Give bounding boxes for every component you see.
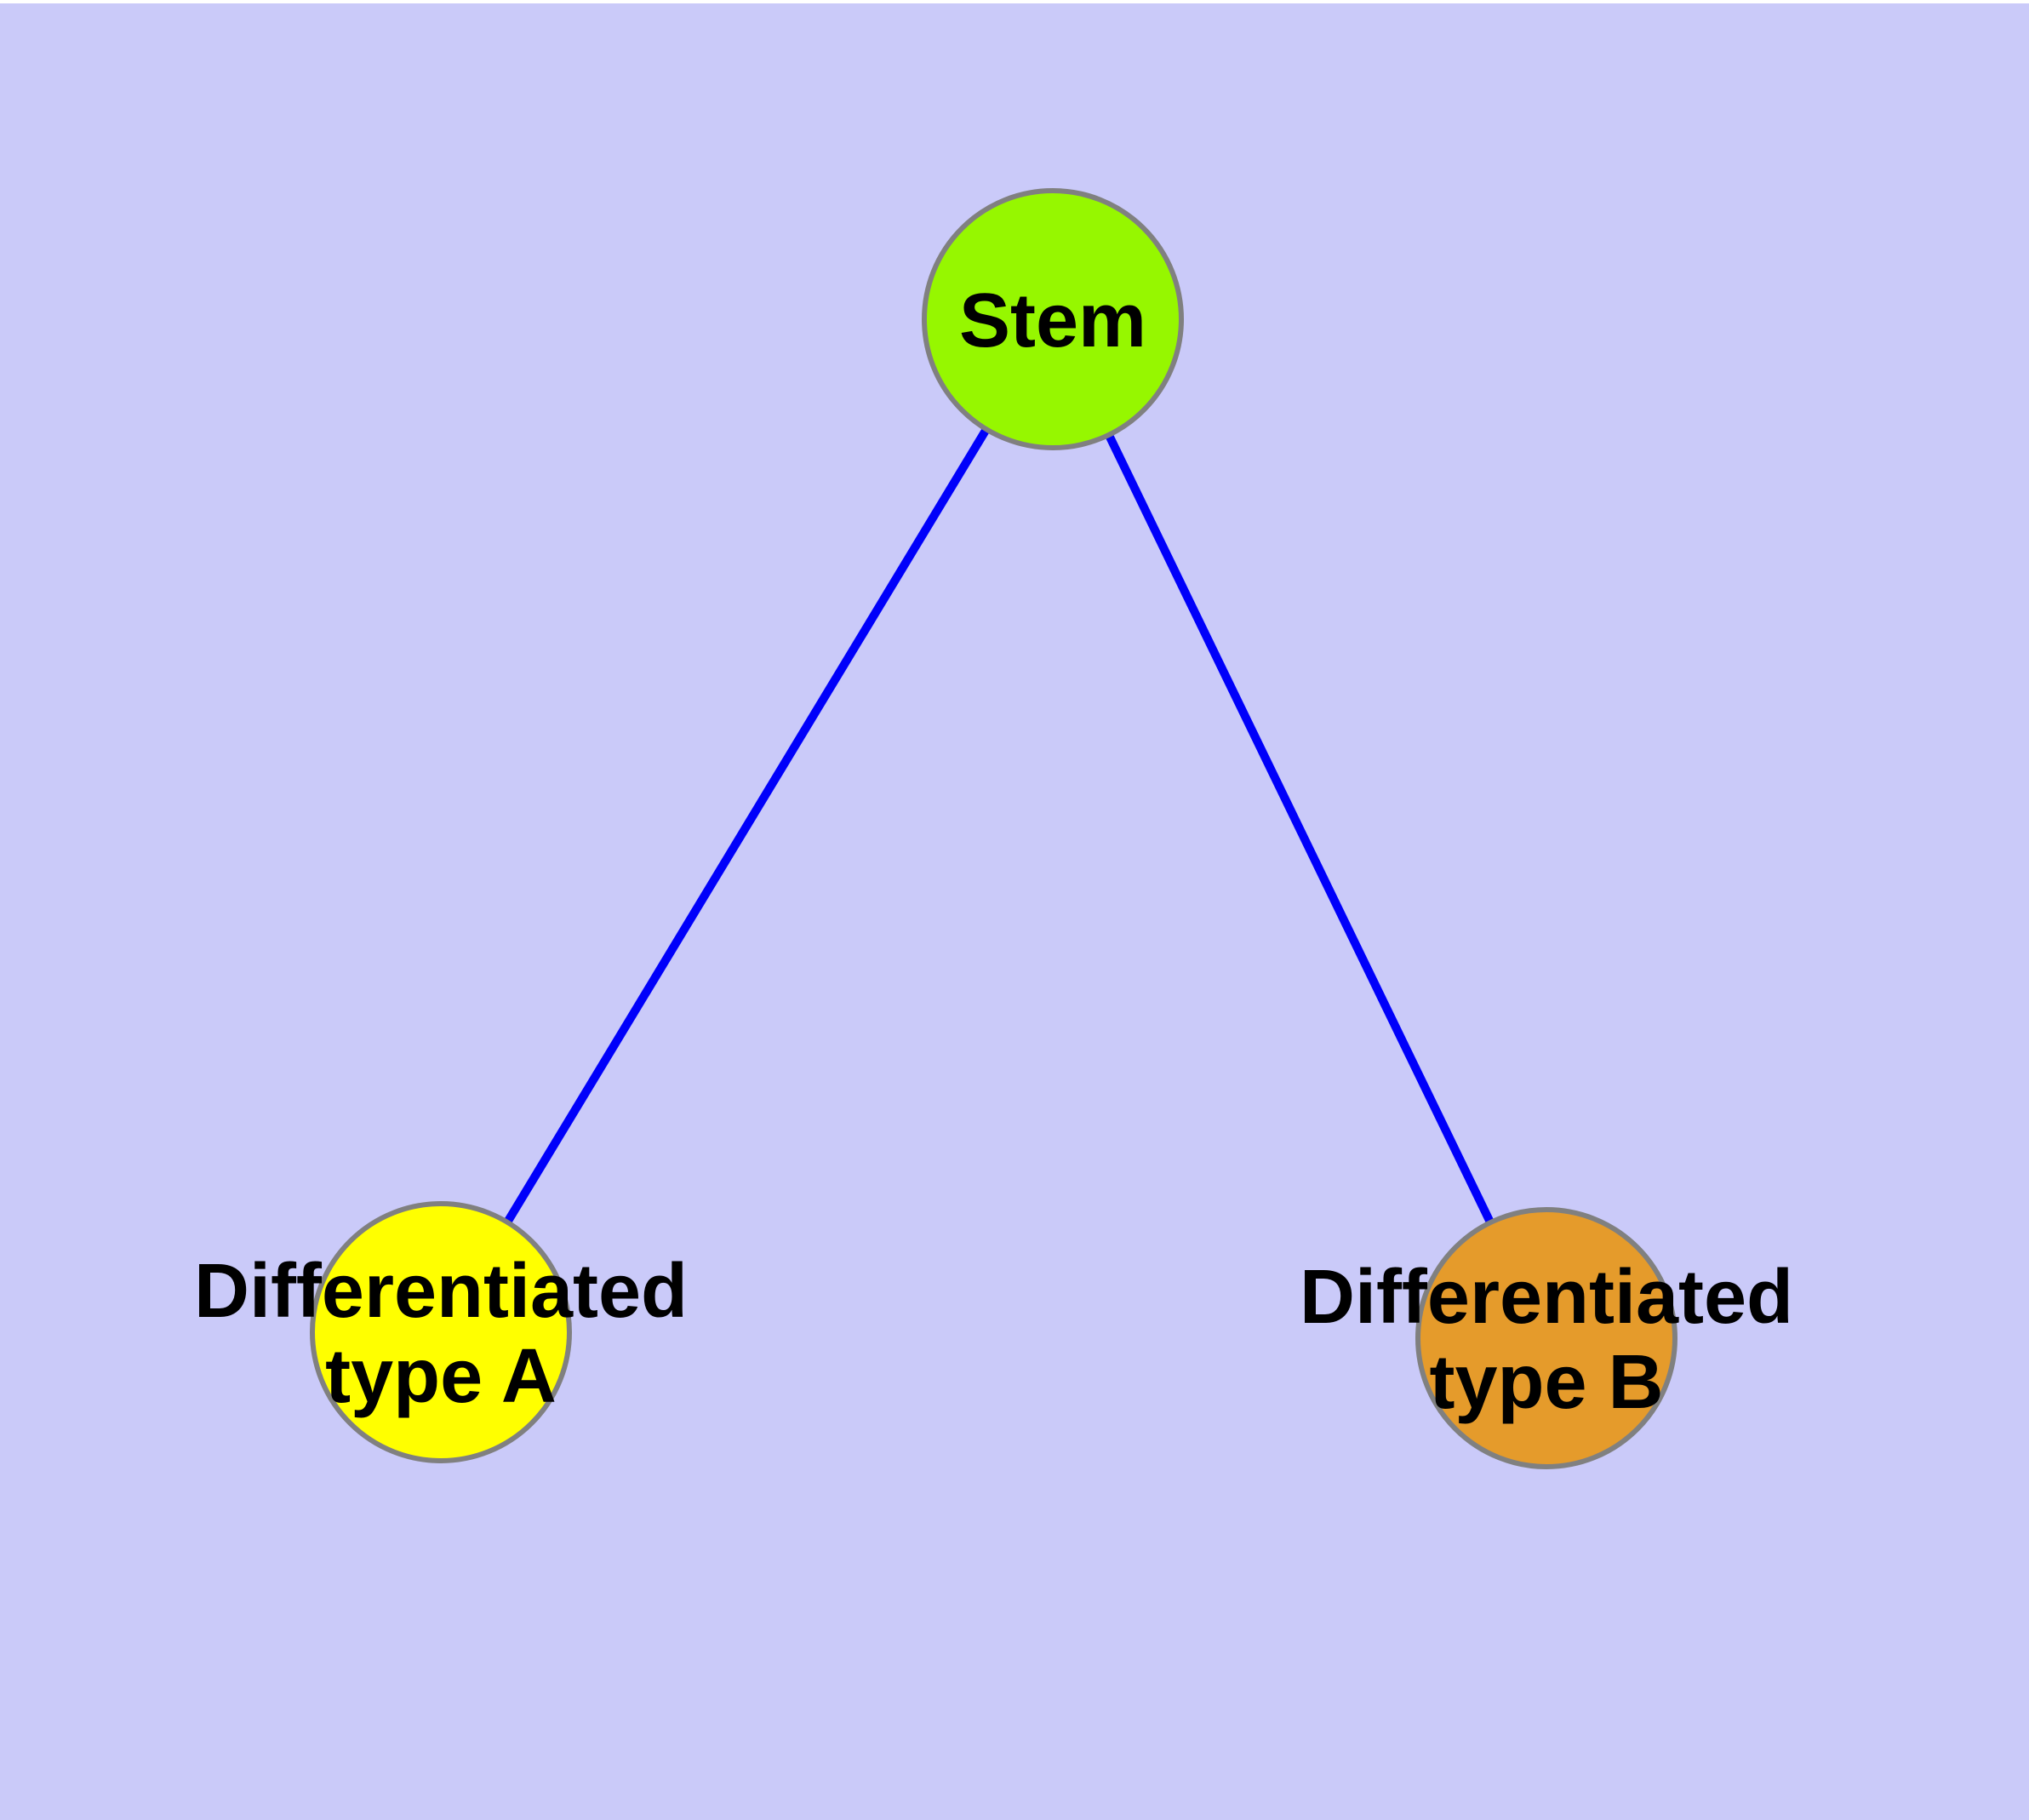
node-differentiated-type-a-label-line-2: type A	[325, 1334, 557, 1419]
node-differentiated-type-b	[1415, 1207, 1677, 1469]
node-differentiated-type-a-label-line-1: Differentiated	[194, 1249, 688, 1334]
edge-stem-to-differentiated-type-b	[1049, 317, 1551, 1341]
node-stem-label-line-1: Stem	[959, 278, 1146, 363]
edge-stem-to-differentiated-type-a	[437, 317, 1057, 1335]
node-differentiated-type-b-label-line-1: Differentiated	[1300, 1255, 1793, 1340]
node-stem	[922, 188, 1184, 450]
node-differentiated-type-a	[310, 1201, 572, 1463]
node-differentiated-type-b-label-line-2: type B	[1429, 1340, 1663, 1425]
